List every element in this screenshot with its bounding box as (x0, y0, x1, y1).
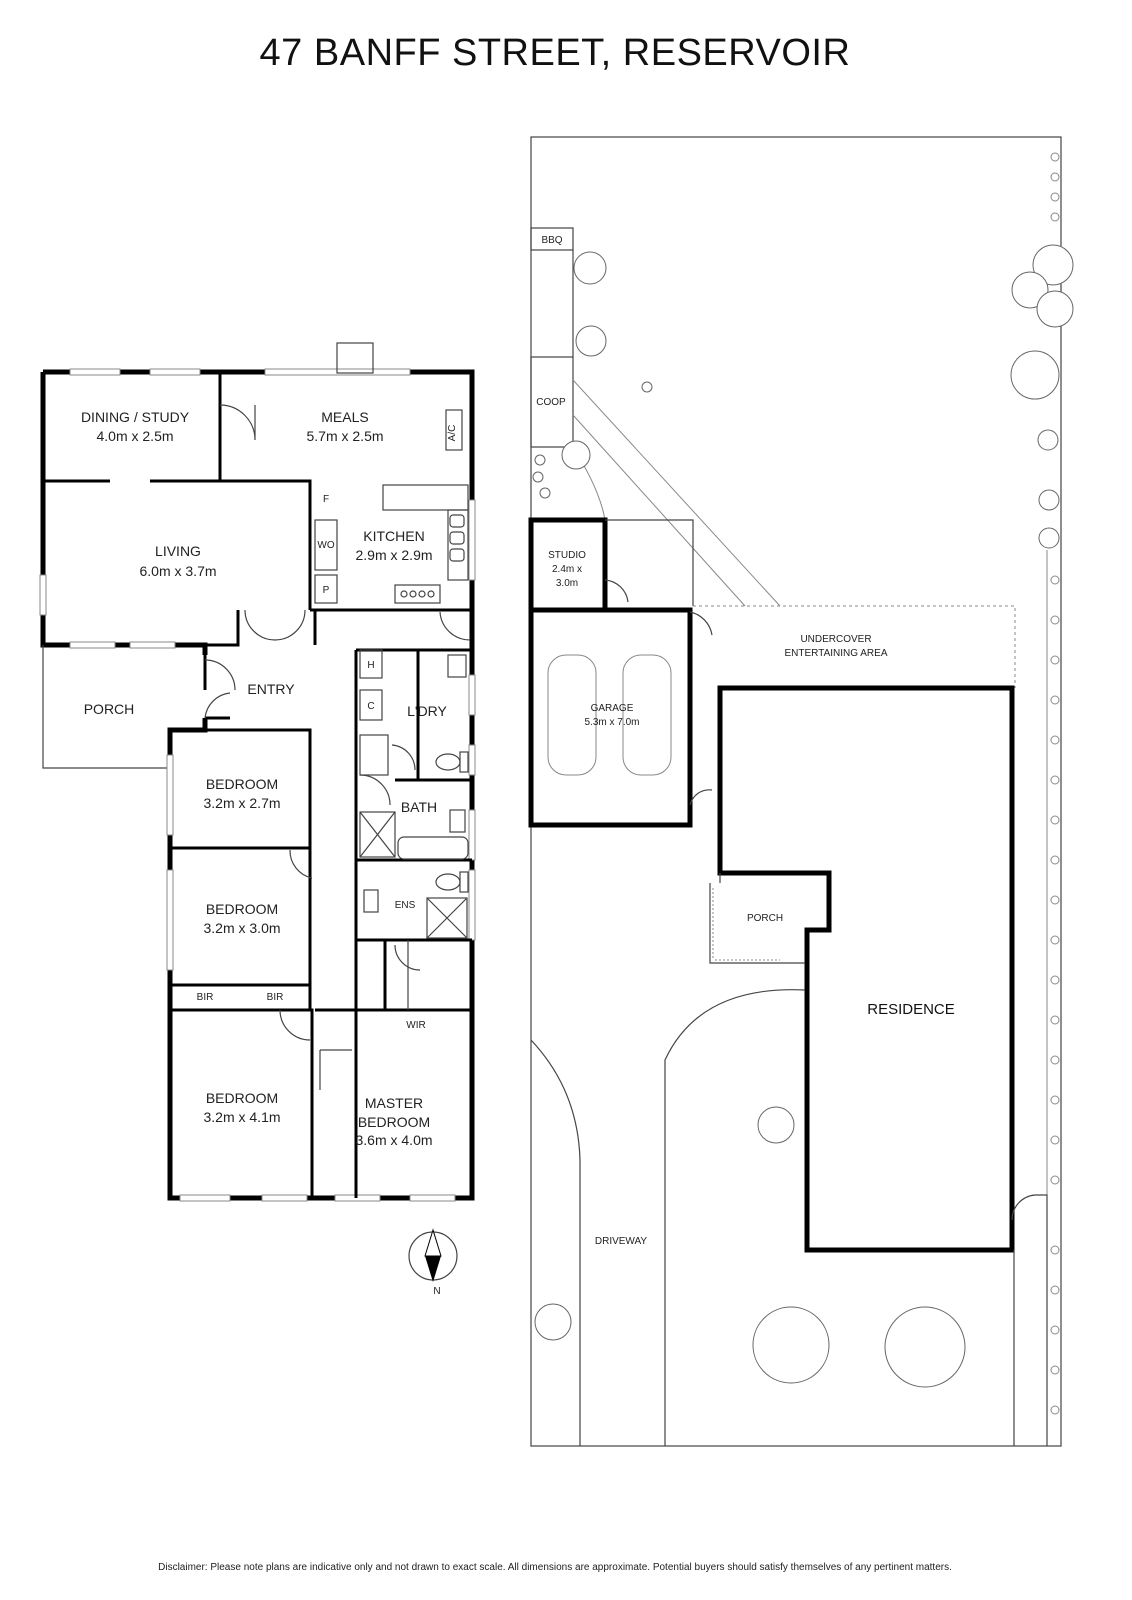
bedroom-label: BEDROOM (206, 776, 278, 792)
site-plan: BBQ COOP STUDIO 2.4m x 3.0m GARAGE 5.3m … (528, 136, 1074, 1447)
garage-label: GARAGE (591, 703, 634, 714)
hotwater-label: H (367, 660, 374, 671)
compass-north-label: N (433, 1286, 440, 1297)
bedroom-label: BEDROOM (206, 901, 278, 917)
master-size: 3.6m x 4.0m (355, 1132, 432, 1148)
residence-label: RESIDENCE (867, 1001, 955, 1018)
kitchen-label: KITCHEN (363, 528, 424, 544)
bath-label: BATH (401, 799, 437, 815)
wall-oven-label: WO (317, 540, 334, 551)
garage-size: 5.3m x 7.0m (584, 717, 639, 728)
bedroom-label: BEDROOM (206, 1090, 278, 1106)
laundry-label: L'DRY (407, 703, 447, 719)
undercover-label-2: ENTERTAINING AREA (785, 648, 888, 659)
ensuite-label: ENS (395, 900, 416, 911)
site-porch-label: PORCH (747, 913, 783, 924)
undercover-label: UNDERCOVER (800, 634, 871, 645)
bir-label: BIR (267, 992, 284, 1003)
dining-label: DINING / STUDY (81, 409, 190, 425)
bedroom-size: 3.2m x 3.0m (203, 920, 280, 936)
pantry-label: P (323, 585, 330, 596)
bir-label: BIR (197, 992, 214, 1003)
bbq-label: BBQ (541, 235, 562, 246)
bedroom-size: 3.2m x 2.7m (203, 795, 280, 811)
compass-icon (408, 1228, 458, 1282)
kitchen-size: 2.9m x 2.9m (355, 547, 432, 563)
meals-label: MEALS (321, 409, 368, 425)
driveway-label: DRIVEWAY (595, 1236, 648, 1247)
studio-size-2: 3.0m (556, 578, 578, 589)
porch-label: PORCH (84, 701, 135, 717)
living-label: LIVING (155, 543, 201, 559)
disclaimer: Disclaimer: Please note plans are indica… (158, 1562, 952, 1573)
floor-plan: N DINING / STUDY 4.0m x 2.5m MEALS 5.7m … (39, 342, 476, 1297)
cupboard-label: C (367, 701, 374, 712)
wir-label: WIR (406, 1020, 425, 1031)
living-size: 6.0m x 3.7m (139, 563, 216, 579)
dining-size: 4.0m x 2.5m (96, 428, 173, 444)
studio-label: STUDIO (548, 550, 586, 561)
entry-label: ENTRY (247, 681, 295, 697)
master-label: MASTER (365, 1095, 423, 1111)
ac-label: A/C (447, 425, 458, 442)
master-label-2: BEDROOM (358, 1114, 430, 1130)
page-title: 47 BANFF STREET, RESERVOIR (259, 32, 851, 74)
fridge-label: F (323, 494, 329, 505)
coop-label: COOP (536, 397, 566, 408)
studio-size: 2.4m x (552, 564, 582, 575)
bedroom-size: 3.2m x 4.1m (203, 1109, 280, 1125)
meals-size: 5.7m x 2.5m (306, 428, 383, 444)
